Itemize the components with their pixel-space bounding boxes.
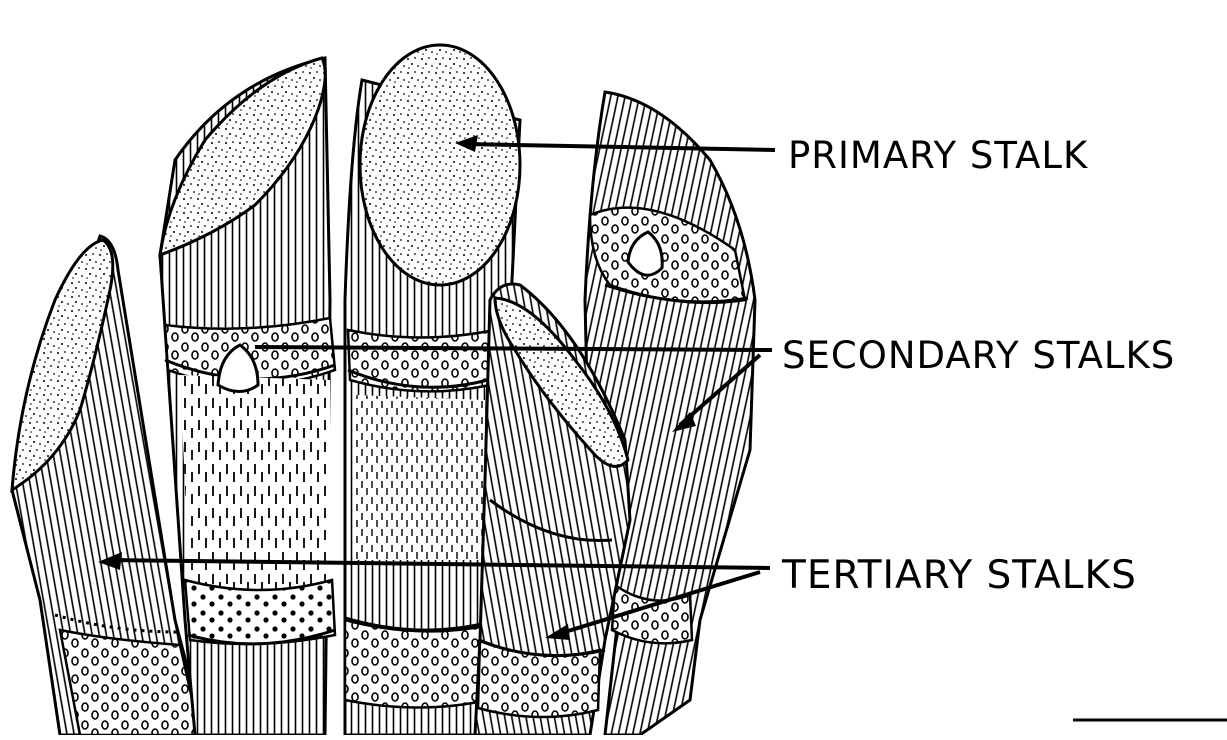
left-secondary-stalk [160, 58, 335, 735]
primary-stalk-lower-node [345, 620, 490, 708]
left-stalk-node-band [60, 630, 200, 735]
left-secondary-lower-node [185, 580, 335, 644]
tertiary-stalks-label: TERTIARY STALKS [782, 553, 1137, 598]
secondary-stalks-label: SECONDARY STALKS [782, 334, 1175, 377]
primary-stalk-label: PRIMARY STALK [788, 134, 1088, 177]
primary-stalk-cut-face [360, 45, 520, 285]
